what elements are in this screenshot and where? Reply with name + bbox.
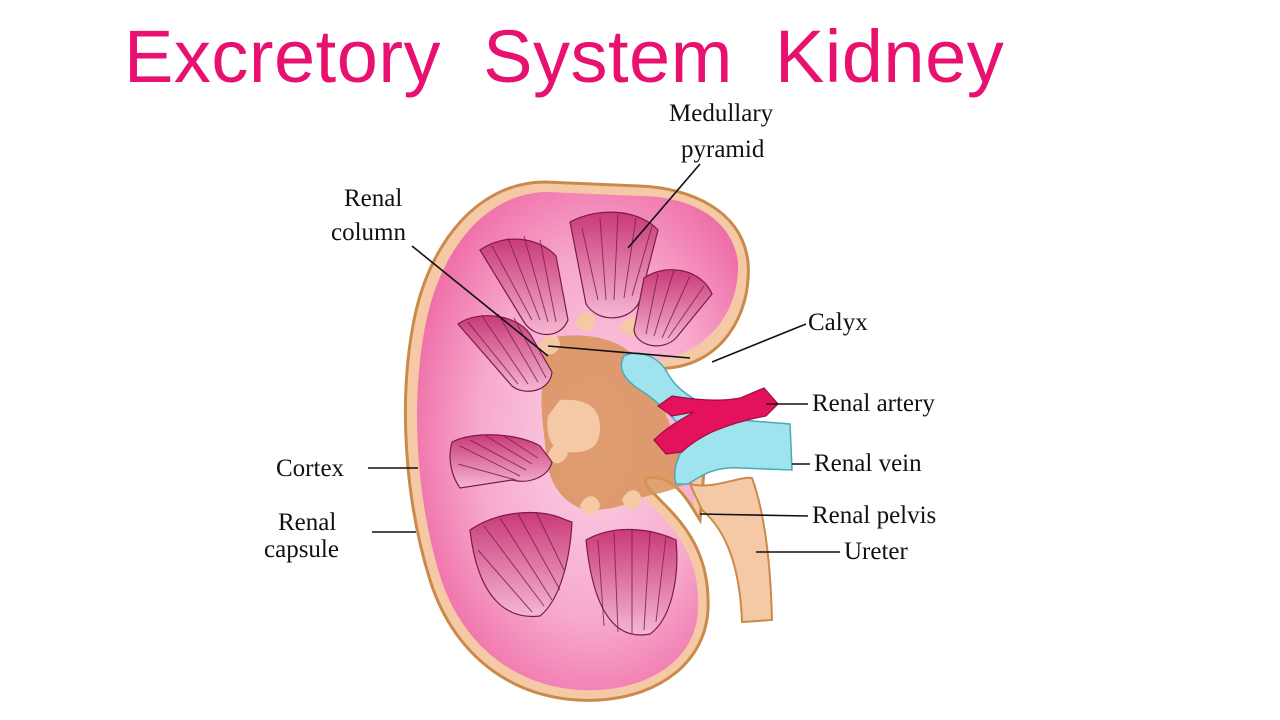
label-renal-column-1: Renal (344, 185, 402, 212)
label-medullary-pyramid-1: Medullary (669, 100, 774, 127)
label-cortex: Cortex (276, 455, 345, 482)
page-title: Excretory System Kidney (124, 15, 1005, 98)
leader-calyx (711, 323, 807, 363)
renal-pelvis (541, 335, 692, 510)
leader-renal-column-2 (547, 345, 691, 359)
calyx-tips (538, 312, 642, 515)
label-renal-artery: Renal artery (812, 390, 935, 417)
leader-renal-pelvis (699, 513, 809, 517)
renal-artery (653, 387, 779, 455)
label-calyx: Calyx (808, 309, 868, 336)
label-renal-capsule-2: capsule (264, 536, 339, 563)
label-medullary-pyramid-2: pyramid (681, 136, 765, 163)
label-renal-capsule-1: Renal (278, 509, 336, 536)
leader-medullary-pyramid (627, 163, 701, 249)
leader-renal-column (411, 245, 549, 357)
medullary-pyramids (449, 211, 713, 636)
label-renal-pelvis: Renal pelvis (812, 502, 936, 529)
label-ureter: Ureter (844, 538, 909, 565)
label-renal-vein: Renal vein (814, 450, 922, 477)
label-renal-column-2: column (331, 219, 406, 246)
